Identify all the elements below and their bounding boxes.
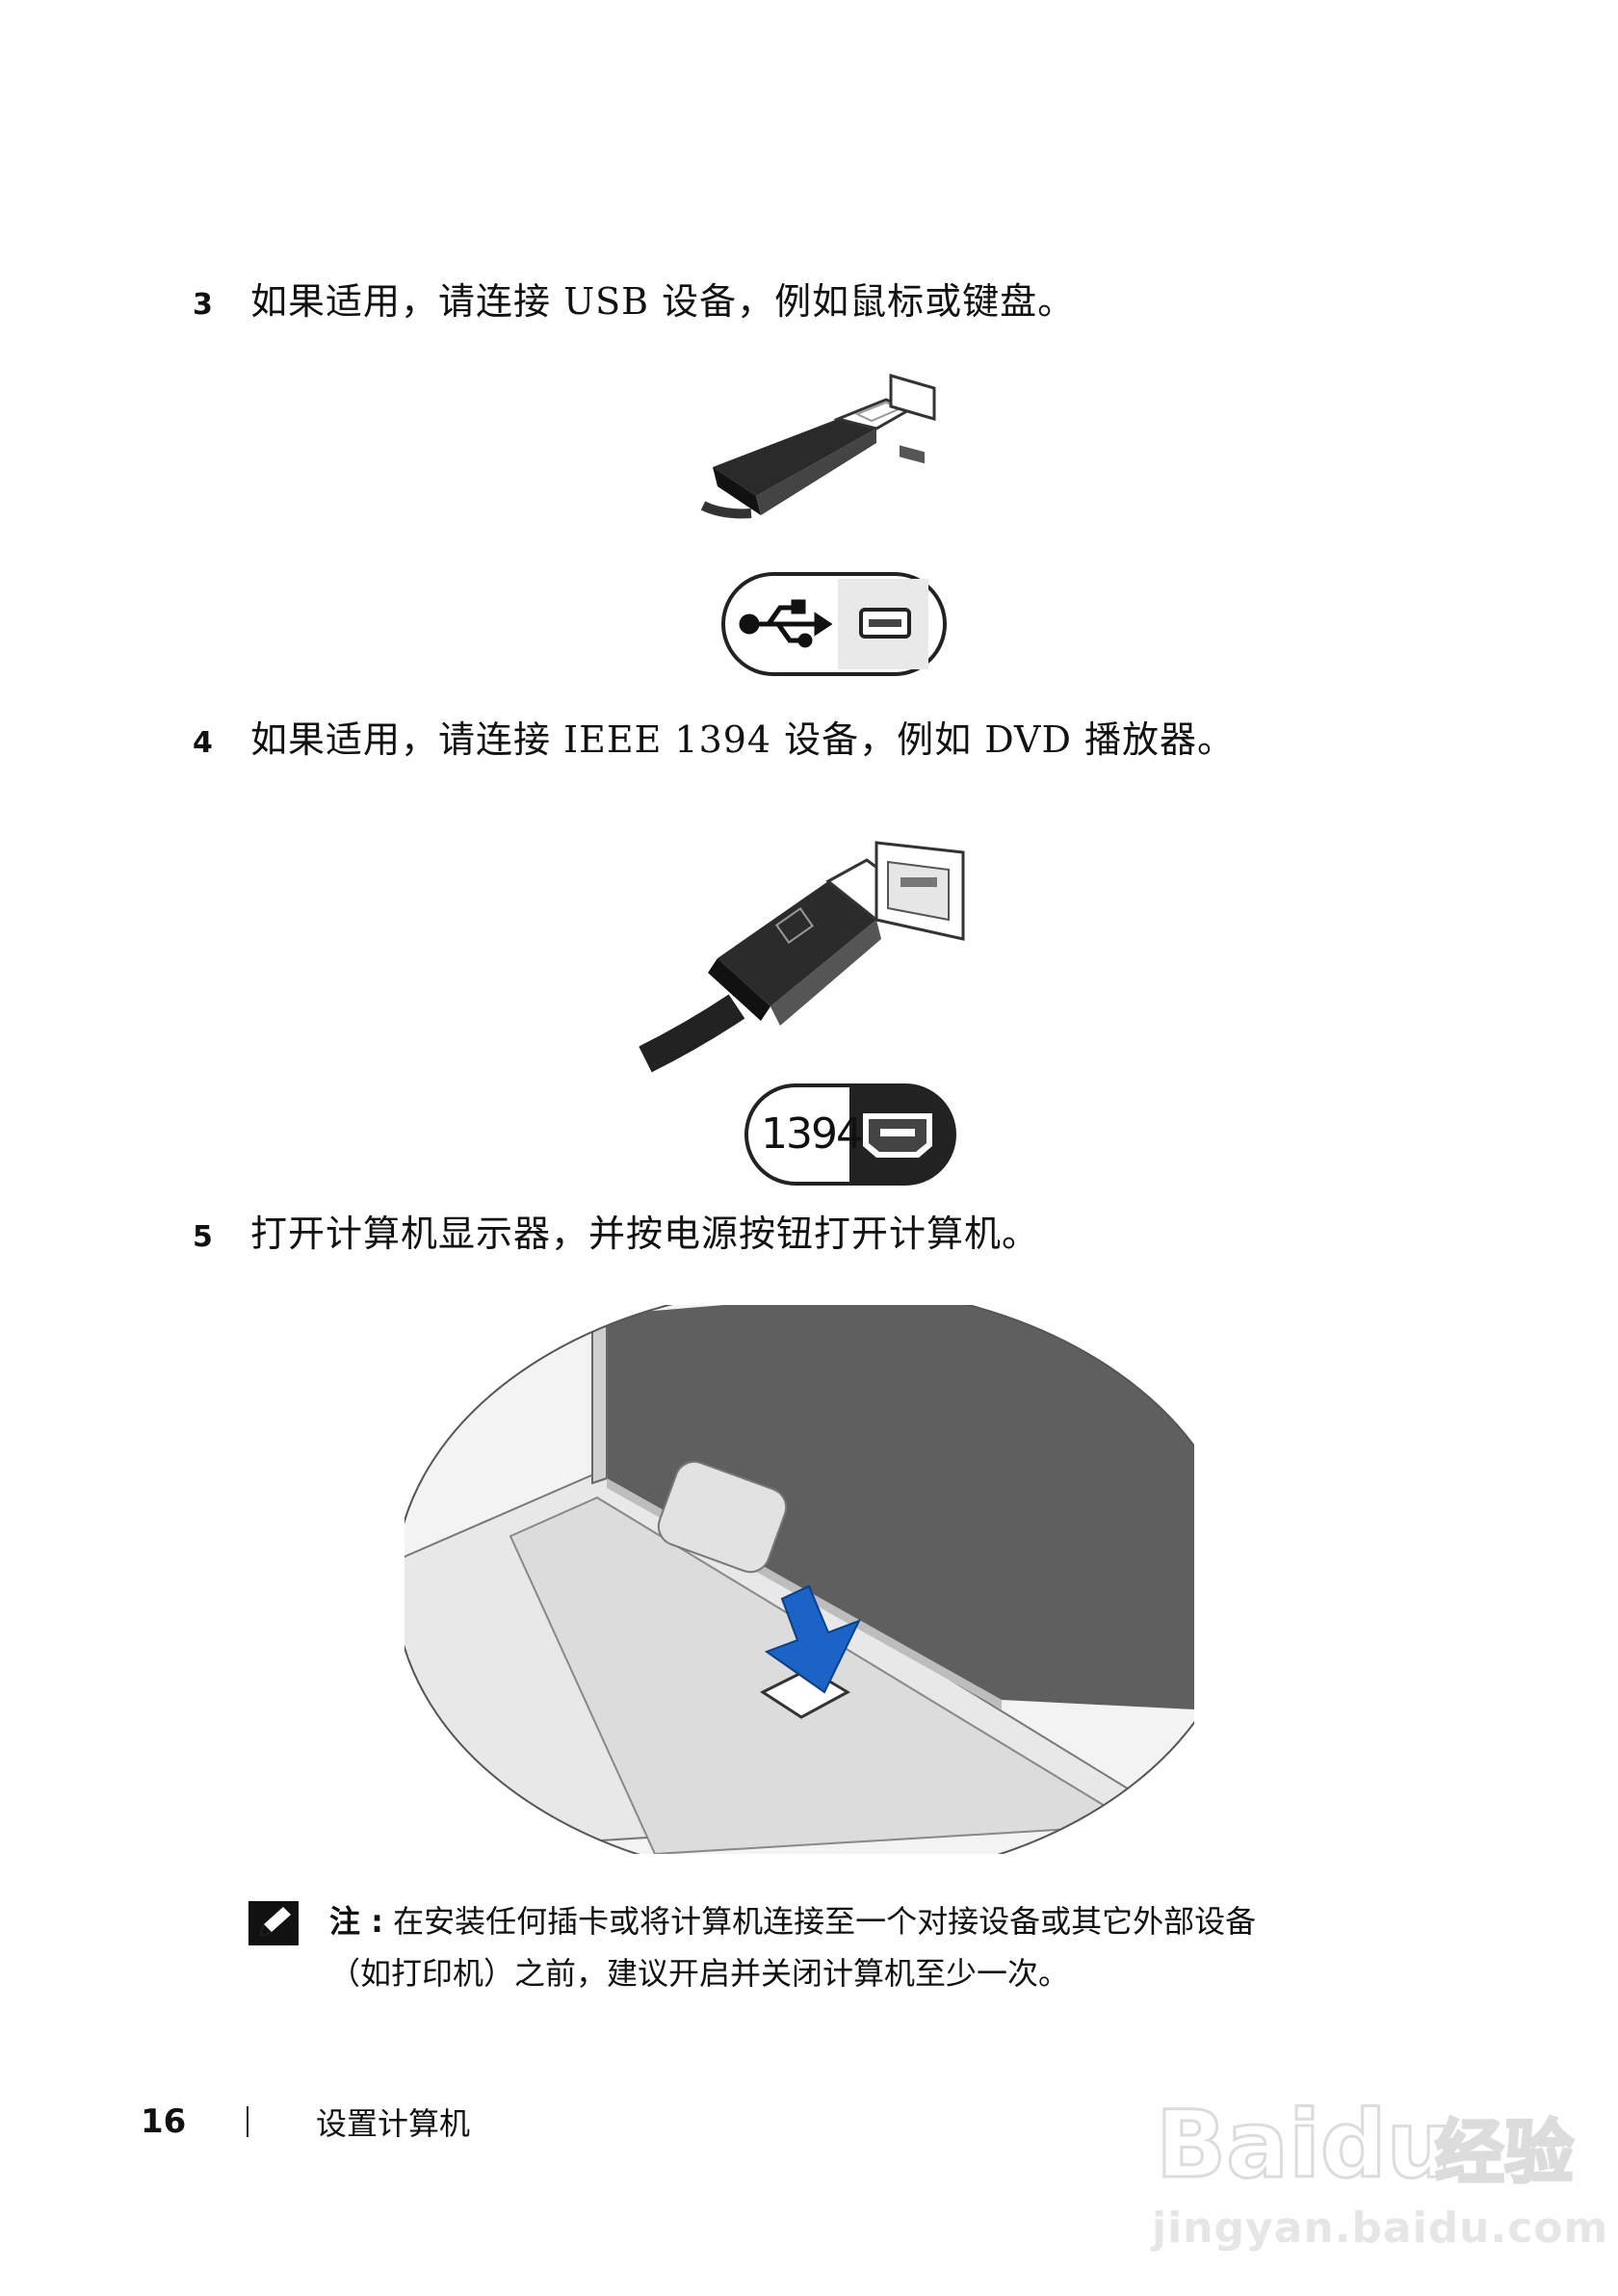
- usb-plug-icon: [700, 374, 936, 519]
- step-text: 打开计算机显示器，并按电源按钮打开计算机。: [250, 1213, 1040, 1255]
- watermark-logo: Baidu 经验: [1146, 2071, 1579, 2209]
- power-button-illustration: [404, 1305, 1194, 1854]
- note-line-2: （如打印机）之前，建议开启并关闭计算机至少一次。: [329, 1955, 1070, 1992]
- pencil-note-icon: [248, 1901, 299, 1945]
- watermark-url: jingyan.baidu.com: [1152, 2204, 1609, 2253]
- step-5: 5 打开计算机显示器，并按电源按钮打开计算机。: [193, 1204, 1039, 1257]
- step-number: 5: [193, 1220, 213, 1254]
- firewire-badge: 1394: [744, 1083, 957, 1187]
- footer-divider: [247, 2106, 248, 2137]
- watermark-product: 经验: [1435, 2112, 1574, 2193]
- step-3: 3 如果适用，请连接 USB 设备，例如鼠标或键盘。: [193, 272, 1075, 325]
- firewire-badge-label: 1394: [761, 1109, 863, 1159]
- note-text: 注 : 在安装任何插卡或将计算机连接至一个对接设备或其它外部设备 （如打印机）之…: [329, 1895, 1437, 1999]
- page-number: 16: [141, 2102, 187, 2141]
- step-text: 如果适用，请连接 IEEE 1394 设备，例如 DVD 播放器。: [250, 718, 1236, 761]
- note-label: 注 :: [329, 1903, 383, 1940]
- watermark-brand: Baidu: [1156, 2091, 1452, 2199]
- section-title: 设置计算机: [316, 2105, 471, 2142]
- step-number: 4: [193, 726, 213, 760]
- usb-symbol-icon: [721, 572, 947, 676]
- note-line-1: 在安装任何插卡或将计算机连接至一个对接设备或其它外部设备: [393, 1903, 1257, 1940]
- firewire-plug-icon: [639, 841, 965, 1073]
- step-number: 3: [193, 288, 213, 322]
- step-text: 如果适用，请连接 USB 设备，例如鼠标或键盘。: [250, 280, 1076, 323]
- step-4: 4 如果适用，请连接 IEEE 1394 设备，例如 DVD 播放器。: [193, 710, 1235, 763]
- page-footer: 16 设置计算机: [141, 2100, 470, 2144]
